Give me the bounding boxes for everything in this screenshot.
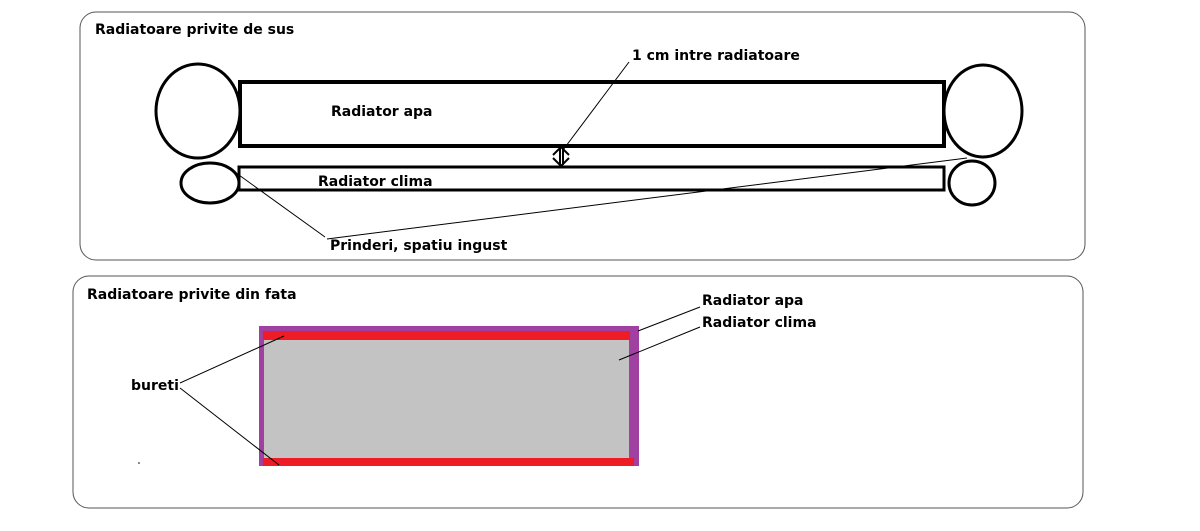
radiator-clima-right-tank [947,159,997,207]
top-view-panel: Radiatoare privite de sus Radiator apa R… [79,11,1086,261]
stray-dot [138,462,140,464]
mounts-label: Prinderi, spatiu ingust [330,238,508,254]
foam-label: bureti [131,378,179,394]
bottom-panel-title: Radiatoare privite din fata [87,287,297,303]
radiator-clima-front-label: Radiator clima [702,315,817,331]
foam-top-leader-line [179,335,285,384]
radiator-apa-front-label: Radiator apa [702,293,804,309]
foam-bottom-leader-line [179,387,280,466]
gap-double-arrow-icon [552,145,570,168]
foam-strip-top [263,331,630,340]
radiator-clima-top-label: Radiator clima [318,174,433,190]
radiator-apa-front-leader-line [637,306,701,332]
mount-right-leader-line [326,157,968,240]
radiator-apa-top-label: Radiator apa [331,104,433,120]
gap-leader-line [562,61,630,151]
foam-strip-bottom [263,458,634,466]
mount-left-leader-line [231,169,326,238]
radiator-clima-front [264,339,629,460]
radiator-apa-top [238,80,946,148]
radiator-clima-front-leader-line [618,326,701,361]
top-panel-title: Radiatoare privite de sus [95,22,294,38]
radiator-apa-left-tank [154,62,242,160]
gap-label: 1 cm intre radiatoare [632,48,800,64]
radiator-apa-right-tank [942,63,1024,159]
front-view-panel: Radiatoare privite din fata Radiator apa… [72,275,1084,509]
radiator-clima-left-tank [179,161,241,205]
